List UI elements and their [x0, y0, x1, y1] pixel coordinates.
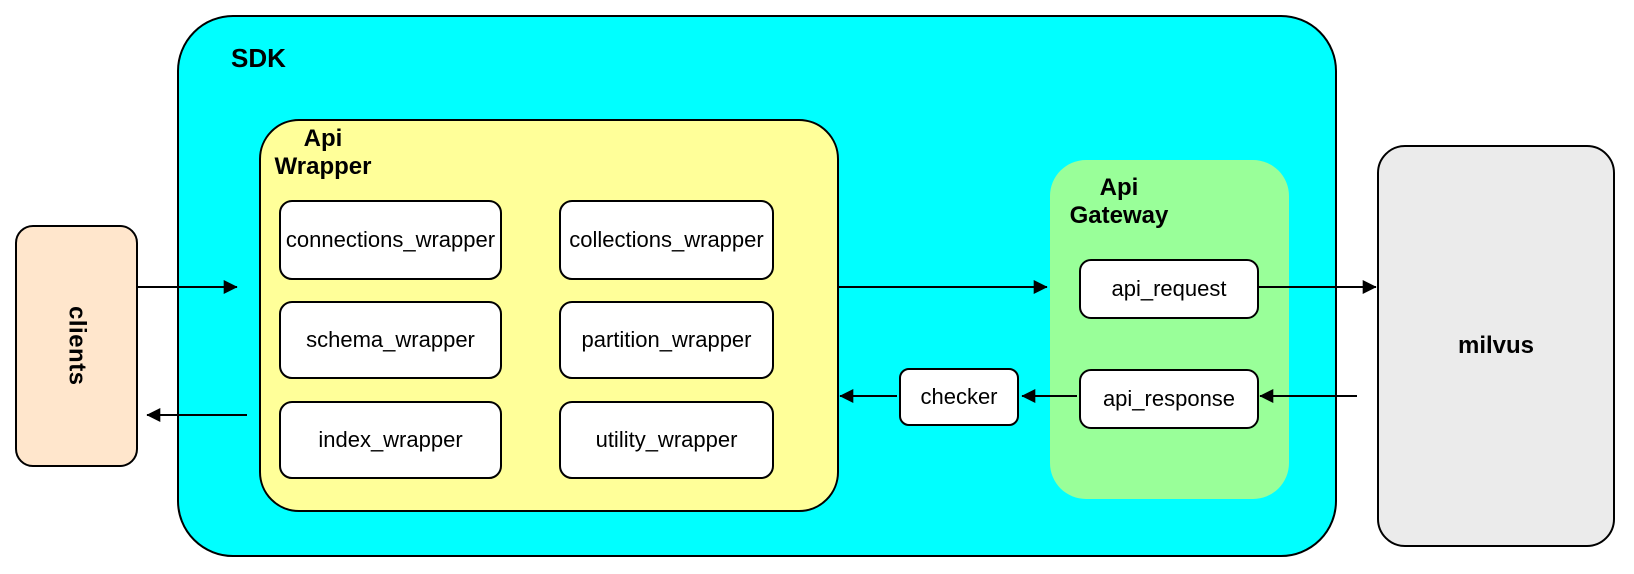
schema-wrapper-label: schema_wrapper — [306, 327, 475, 352]
api-wrapper-label-line1: Api — [303, 125, 343, 152]
api-wrapper-label: Api Wrapper — [261, 125, 385, 181]
api-gateway-label: Api Gateway — [1050, 174, 1188, 230]
index-wrapper-label: index_wrapper — [318, 427, 463, 452]
api-request-label: api_request — [1111, 276, 1227, 301]
partition-wrapper-node: partition_wrapper — [559, 301, 774, 379]
schema-wrapper-node: schema_wrapper — [279, 301, 502, 379]
index-wrapper-node: index_wrapper — [279, 401, 502, 479]
connections-wrapper-node: connections_wrapper — [279, 200, 502, 280]
api-gateway-label-line2: Gateway — [1069, 202, 1169, 229]
checker-label: checker — [920, 384, 998, 409]
api-wrapper-container: Api Wrapper connections_wrapper collecti… — [259, 119, 839, 512]
api-wrapper-label-line2: Wrapper — [274, 153, 372, 180]
clients-node: clients — [15, 225, 138, 467]
milvus-node: milvus — [1377, 145, 1615, 547]
api-response-node: api_response — [1079, 369, 1259, 429]
collections-wrapper-label: collections_wrapper — [569, 227, 764, 252]
sdk-container: SDK Api Wrapper connections_wrapper coll… — [177, 15, 1337, 557]
checker-node: checker — [899, 368, 1019, 426]
api-request-node: api_request — [1079, 259, 1259, 319]
api-gateway-label-line1: Api — [1099, 174, 1139, 201]
connections-wrapper-label: connections_wrapper — [285, 227, 496, 252]
milvus-label: milvus — [1457, 332, 1535, 359]
collections-wrapper-node: collections_wrapper — [559, 200, 774, 280]
sdk-label: SDK — [231, 43, 286, 73]
utility-wrapper-node: utility_wrapper — [559, 401, 774, 479]
api-response-label: api_response — [1102, 386, 1236, 411]
utility-wrapper-label: utility_wrapper — [595, 427, 738, 452]
api-gateway-container: Api Gateway api_request api_response — [1050, 160, 1289, 499]
clients-label: clients — [63, 306, 91, 386]
partition-wrapper-label: partition_wrapper — [581, 327, 752, 352]
